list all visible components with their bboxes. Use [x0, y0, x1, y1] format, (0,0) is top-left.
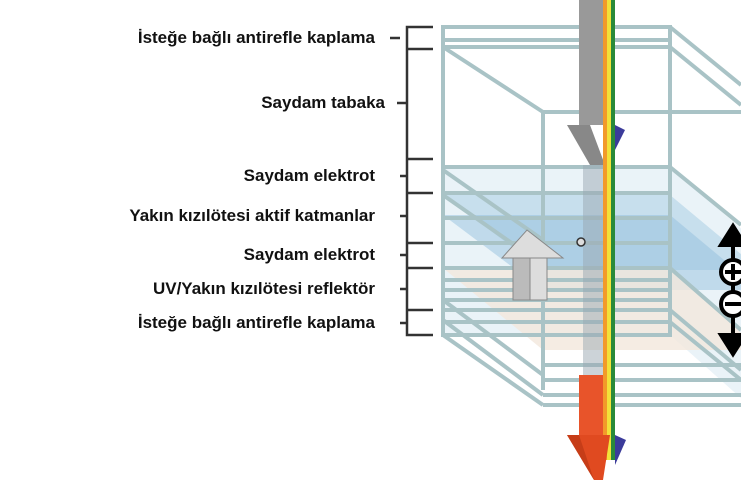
label-uv-nir-reflector: UV/Yakın kızılötesi reflektör [152, 279, 375, 298]
violet-arrowhead [615, 435, 626, 465]
marker-dot [576, 237, 586, 247]
label-transparent-electrode-top: Saydam elektrot [243, 166, 375, 185]
label-transparent-substrate: Saydam tabaka [261, 93, 385, 112]
polarity-icon [717, 222, 741, 358]
label-antireflection-bottom: İsteğe bağlı antirefle kaplama [137, 313, 375, 332]
label-antireflection-top: İsteğe bağlı antirefle kaplama [137, 28, 375, 47]
incoming-light-beam [567, 0, 626, 465]
violet-arrowhead [615, 125, 625, 150]
brackets [390, 25, 433, 337]
label-transparent-electrode-bottom: Saydam elektrot [243, 245, 375, 264]
transmitted-light-arrow [567, 375, 610, 480]
reflected-light-arrow [500, 229, 565, 301]
label-nir-active-layers: Yakın kızılötesi aktif katmanlar [129, 206, 375, 225]
